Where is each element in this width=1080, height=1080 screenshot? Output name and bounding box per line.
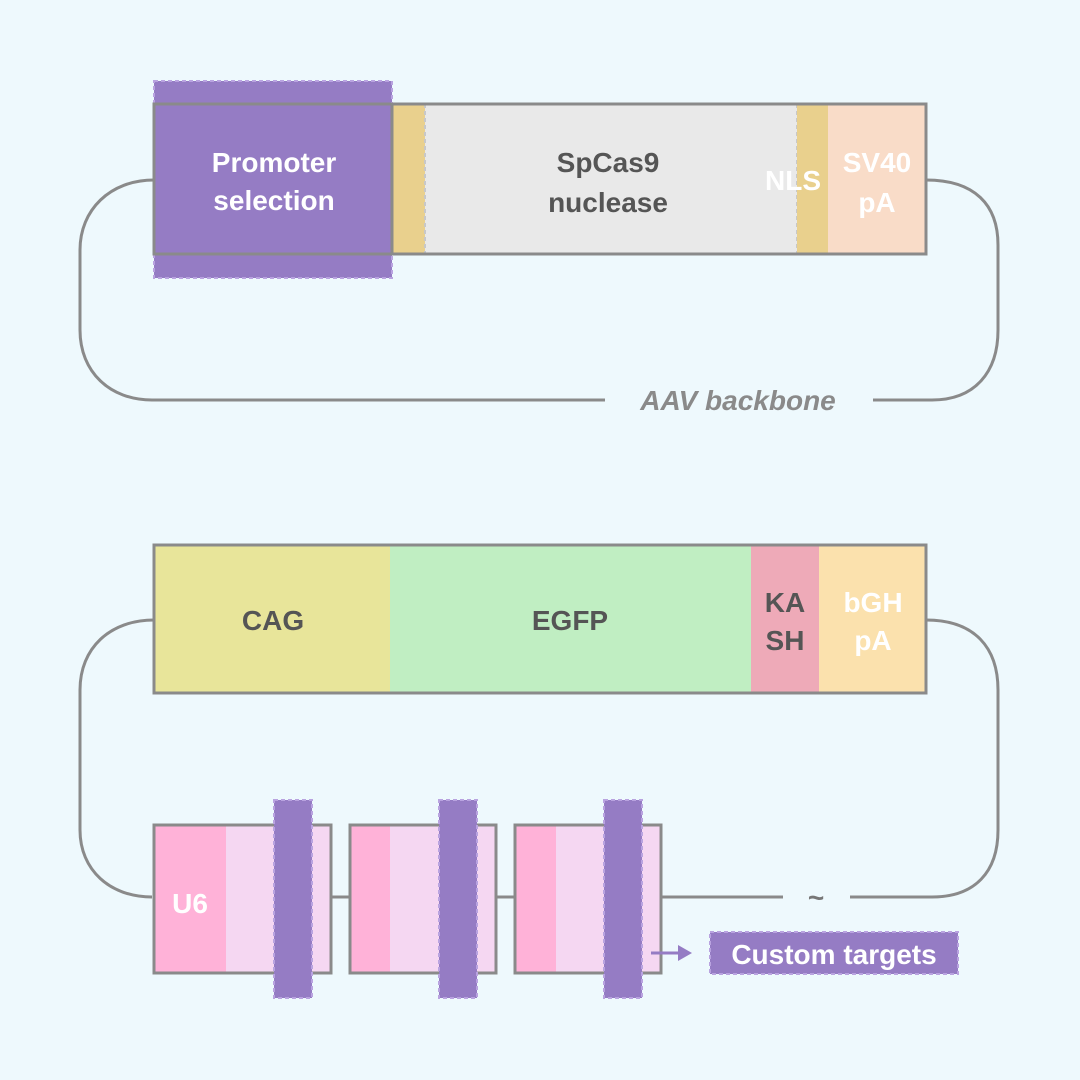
spacer-target-1[interactable] [273, 799, 313, 999]
promoter-label-line1: Promoter [212, 147, 337, 178]
aav-backbone-line [78, 178, 605, 402]
spcas9-label-line2: nuclease [548, 187, 668, 218]
aav-backbone-label: AAV backbone [639, 385, 836, 416]
bgh-label-line2: pA [854, 625, 891, 656]
vector-1: Promoter selection SpCas9 nuclease NLS S… [78, 80, 1000, 416]
egfp-label: EGFP [532, 605, 608, 636]
cassette-outline [152, 823, 333, 975]
promoter-label-line2: selection [213, 185, 334, 216]
bgh-pa-segment [819, 545, 926, 693]
vector-2-backbone-right [850, 618, 1000, 899]
egfp-segment [390, 545, 751, 693]
kash-label-line2: SH [766, 625, 805, 656]
spcas9-segment [425, 104, 797, 254]
vector-2-outline [152, 543, 928, 695]
promoter-outline [152, 102, 394, 256]
sv40-label-line2: pA [858, 187, 895, 218]
custom-targets-badge [709, 931, 959, 975]
custom-targets-callout: Custom targets [651, 931, 959, 975]
nls-segment-left [392, 104, 425, 254]
cag-label: CAG [242, 605, 304, 636]
custom-targets-label: Custom targets [731, 939, 936, 970]
nls-segment-right [797, 104, 828, 254]
bgh-label-line1: bGH [843, 587, 902, 618]
kash-segment [751, 545, 819, 693]
cassette-outline [513, 823, 663, 975]
promoter-selection-block[interactable] [153, 80, 393, 279]
sv40-pa-segment [828, 104, 926, 254]
sv40-label-line1: SV40 [843, 147, 912, 178]
sgrna-cassette-3 [513, 799, 663, 999]
cag-segment [154, 545, 390, 693]
u6-promoter-segment [515, 825, 556, 973]
vector-2: CAG EGFP KA SH bGH pA U6 ~ [78, 543, 1000, 999]
aav-backbone-line-right [873, 178, 1000, 402]
tilde-label: ~ [808, 882, 824, 913]
cassette-outline [348, 823, 498, 975]
sgrna-cassette-2 [348, 799, 498, 999]
kash-label-line1: KA [765, 587, 805, 618]
spcas9-label-line1: SpCas9 [557, 147, 660, 178]
nls-label: NLS [765, 165, 821, 196]
sgrna-cassette-1: U6 [152, 799, 333, 999]
u6-promoter-segment [350, 825, 390, 973]
u6-label: U6 [172, 888, 208, 919]
spacer-target-3[interactable] [603, 799, 643, 999]
u6-promoter-segment [154, 825, 226, 973]
vector-2-backbone-left [78, 618, 155, 899]
spacer-target-2[interactable] [438, 799, 478, 999]
arrow-head-icon [678, 945, 692, 961]
